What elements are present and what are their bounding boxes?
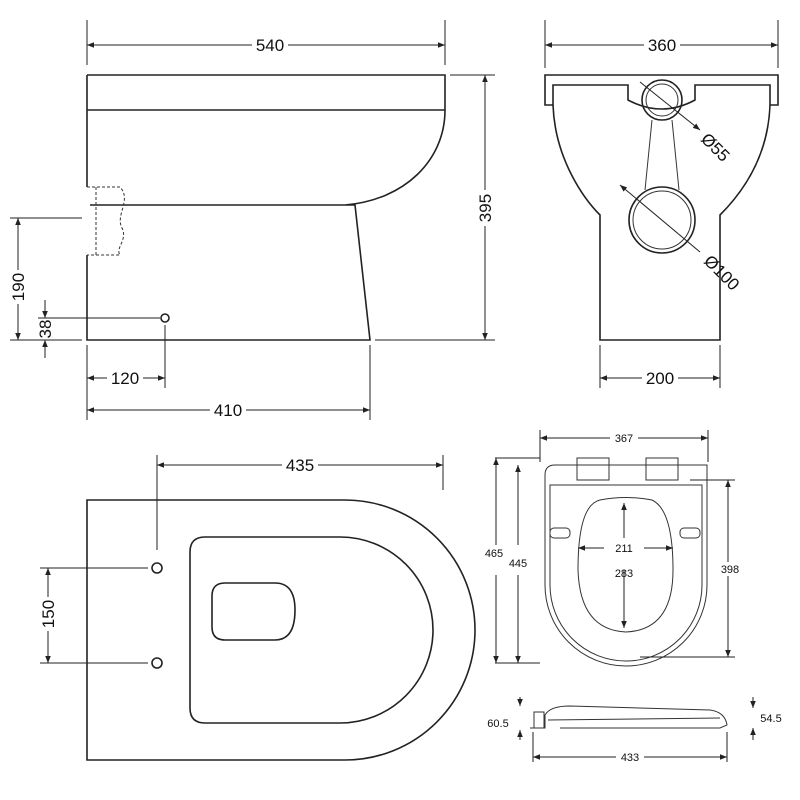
dim-inner-283: 283 <box>615 568 633 580</box>
dim-hinge-60-5: 60.5 <box>487 718 508 730</box>
dim-inlet-offset-120: 120 <box>111 369 139 388</box>
plan-outline <box>86 499 476 761</box>
seat-view: 211 283 367 465 445 398 60.5 54.5 433 <box>483 430 782 764</box>
seat-outline <box>544 464 708 667</box>
dim-inlet-38: 38 <box>36 320 55 339</box>
seat-side-outline <box>530 705 728 729</box>
dim-seat-445: 445 <box>509 558 527 570</box>
fixing-hole <box>151 562 163 574</box>
side-view: 540 395 190 38 120 410 <box>8 20 495 420</box>
side-body-outline <box>86 74 446 341</box>
dim-outlet-190: 190 <box>9 273 28 301</box>
fixing-hole <box>151 657 163 669</box>
inlet-point <box>160 313 170 323</box>
dim-lid-398: 398 <box>721 564 739 576</box>
dim-side-433: 433 <box>621 752 639 764</box>
dim-seat-465: 465 <box>485 548 503 560</box>
dim-seat-367: 367 <box>615 433 633 445</box>
pipe-55 <box>641 79 683 121</box>
dim-pipe-55: Ø55 <box>697 129 733 165</box>
dim-depth-435: 435 <box>286 456 314 475</box>
plan-view: 435 150 <box>38 455 476 761</box>
bowl-outline <box>189 536 434 724</box>
dim-front-54-5: 54.5 <box>760 713 781 725</box>
dim-base-200: 200 <box>646 369 674 388</box>
dim-width-360: 360 <box>648 36 676 55</box>
front-view: Ø55 Ø100 360 200 <box>544 20 779 388</box>
dim-pipe-100: Ø100 <box>700 251 743 294</box>
dim-base-410: 410 <box>214 401 242 420</box>
dim-height-395: 395 <box>476 194 495 222</box>
dim-width-540: 540 <box>256 36 284 55</box>
dim-inner-211: 211 <box>615 543 633 555</box>
waste-outline <box>211 582 296 641</box>
dim-fixing-150: 150 <box>39 600 58 628</box>
outlet-dashed <box>87 186 125 256</box>
pipe-100 <box>628 186 696 254</box>
